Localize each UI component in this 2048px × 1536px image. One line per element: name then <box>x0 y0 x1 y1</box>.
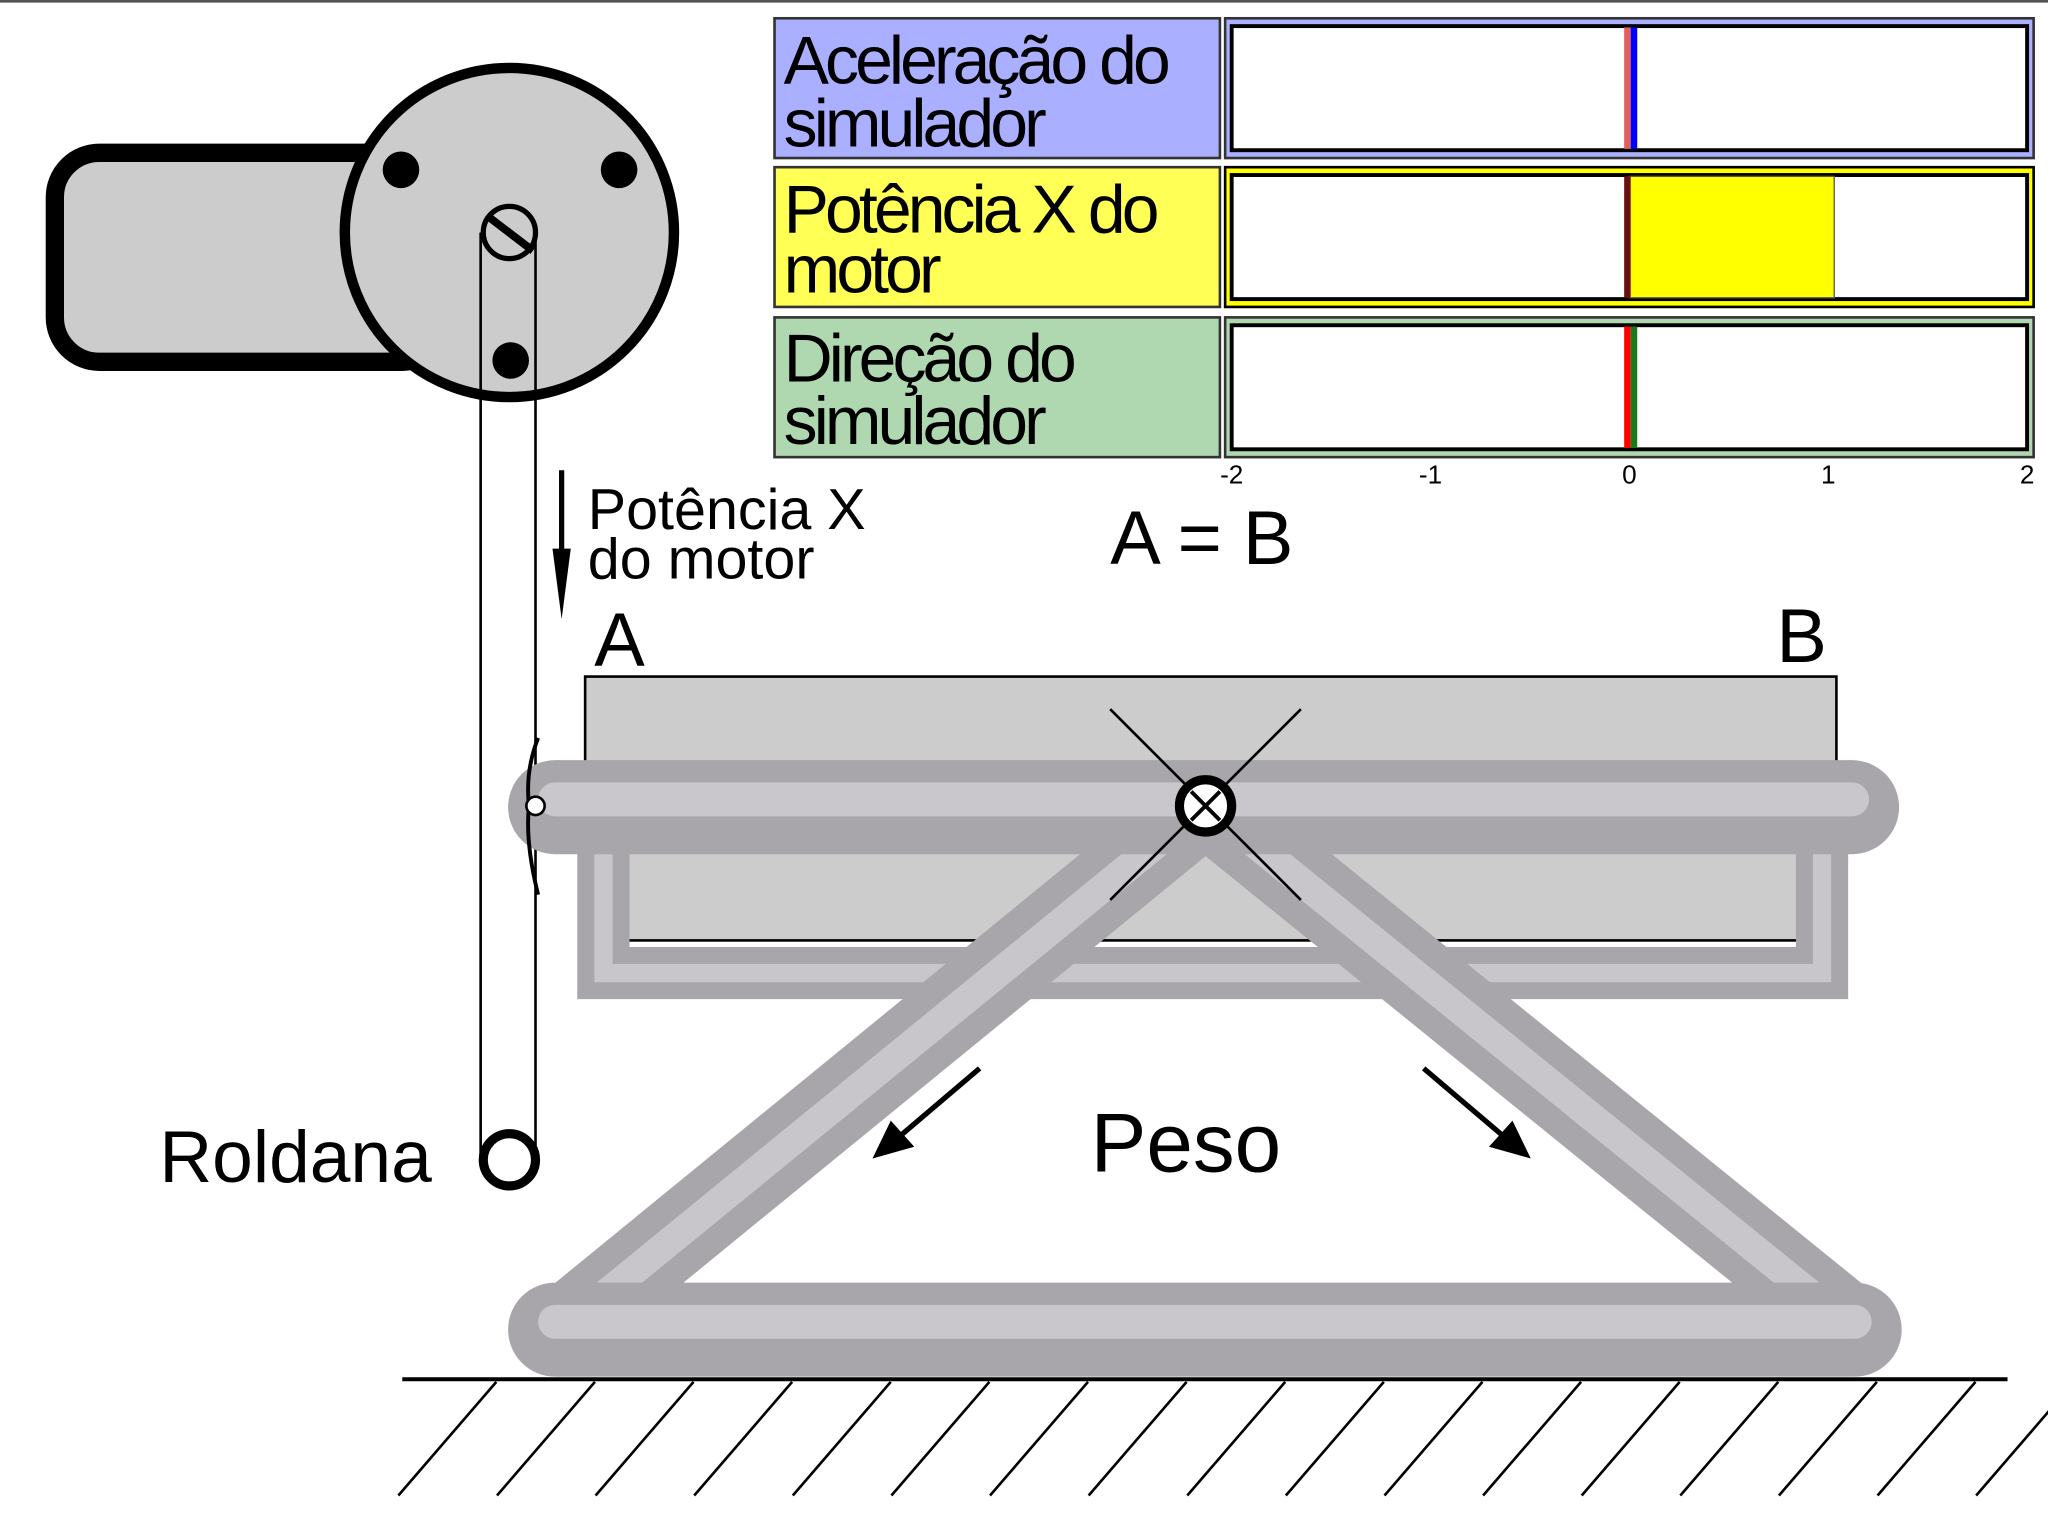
hatch-line <box>1876 1381 1977 1497</box>
gauge-label-box <box>773 165 1222 309</box>
right-strut-highlight <box>1195 792 1856 1334</box>
force-arrowhead-icon <box>552 548 571 620</box>
hatch-line <box>791 1381 892 1497</box>
hatch-line <box>1383 1381 1484 1497</box>
hatch-line <box>989 1381 1089 1497</box>
clamp-pivot <box>525 795 546 817</box>
axis-tick-label: 2 <box>2020 459 2035 489</box>
hatch-line <box>1482 1381 1583 1497</box>
axis-tick-label: -1 <box>1419 459 1442 489</box>
bolt-icon <box>600 151 638 189</box>
hatch-line <box>1186 1381 1287 1497</box>
hatch-line <box>693 1381 794 1497</box>
point-a-label: A <box>594 598 645 683</box>
bolt-icon <box>382 151 420 189</box>
pivot-x <box>1189 790 1222 822</box>
gauge-row-acceleration: Aceleração do simulador <box>773 16 2035 161</box>
bolt-icon <box>492 342 529 379</box>
hatch-line <box>1679 1381 1780 1497</box>
weight-arrowhead-left-icon <box>872 1120 915 1159</box>
point-b-label: B <box>1776 594 1827 679</box>
gauge-fill-bar <box>1628 175 1835 299</box>
gauge-panel: Aceleração do simulador Potência X do mo… <box>773 16 2035 489</box>
hatch-line <box>1777 1381 1878 1497</box>
equation-label: A = B <box>1110 496 1293 581</box>
gauge-label: simulador <box>784 86 1046 161</box>
gauge-marker <box>1624 326 1631 448</box>
motor <box>45 62 680 403</box>
gauge-label-box <box>773 316 1222 459</box>
gauge-row-direction: Direção do simulador <box>773 316 2035 459</box>
pulley <box>478 1129 541 1191</box>
shaft-slot <box>486 213 536 254</box>
hatch-line <box>397 1381 498 1497</box>
platform-frame-highlight <box>594 813 1832 983</box>
weight-arrow-right-icon <box>1421 1066 1504 1138</box>
weight-label: Peso <box>1091 1096 1282 1190</box>
force-label-line2: do motor <box>588 528 815 592</box>
force-label-line1: Potência X <box>588 478 866 542</box>
gauge-label: Potência X do <box>784 172 1157 247</box>
gauge-marker <box>1624 176 1631 298</box>
axis-tick-label: 0 <box>1622 459 1637 489</box>
hatch-line <box>1087 1381 1188 1497</box>
gauge-marker <box>1624 27 1631 149</box>
hatch-line <box>1580 1381 1681 1497</box>
hatch-line <box>1284 1381 1385 1497</box>
hatch-line <box>594 1381 695 1497</box>
hatch-line <box>890 1381 991 1497</box>
gauge-marker <box>1630 326 1638 448</box>
weight-arrowhead-right-icon <box>1488 1120 1531 1159</box>
gauge-label: Aceleração do <box>784 24 1168 99</box>
gauge-label: motor <box>784 233 941 308</box>
gauge-label: simulador <box>784 384 1046 459</box>
axis-tick-label: 1 <box>1821 459 1836 489</box>
gauge-axis: -2 -1 0 1 2 <box>1220 459 2034 489</box>
hatch-line <box>495 1381 596 1497</box>
gauge-label: Direção do <box>784 321 1074 396</box>
gauge-row-motor-power: Potência X do motor <box>773 165 2035 309</box>
gauge-marker <box>1630 27 1638 149</box>
ground-hatch <box>397 1381 2048 1497</box>
gauge-label-box <box>773 16 1222 160</box>
left-strut-highlight <box>560 792 1216 1334</box>
hatch-line <box>1975 1410 2048 1497</box>
pulley-label: Roldana <box>159 1117 432 1198</box>
axis-tick-label: -2 <box>1220 459 1243 489</box>
weight-arrow-left-icon <box>899 1066 982 1138</box>
